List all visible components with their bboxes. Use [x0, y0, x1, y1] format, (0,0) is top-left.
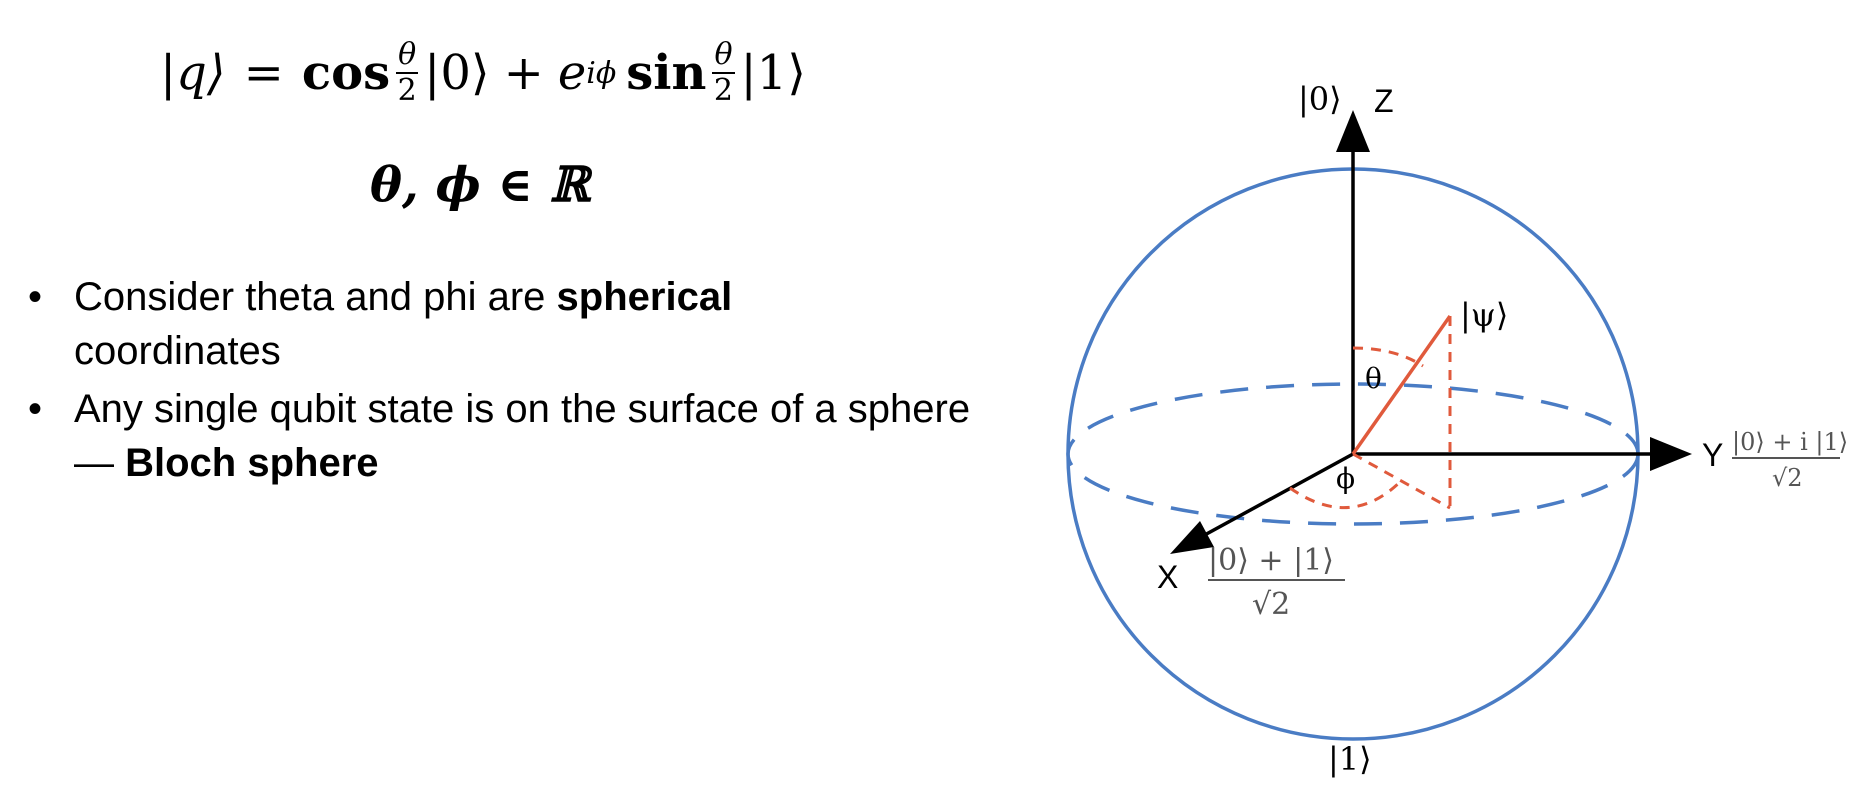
bullet-text: Any single qubit state is on the surface… [74, 387, 971, 485]
bloch-sphere-diagram: |0⟩ Z |ψ⟩ θ ϕ Y |0⟩ + i |1⟩ √2 X |0⟩ + |… [1066, 80, 1848, 778]
bullet-item: Any single qubit state is on the surface… [28, 382, 988, 490]
sin-function: sin [626, 45, 707, 101]
z-axis-arrow [1336, 110, 1370, 152]
plus-sign: + [503, 45, 544, 101]
phi-label: ϕ [1336, 462, 1355, 495]
x-axis-label: X [1157, 559, 1178, 595]
projection-radial [1352, 452, 1451, 510]
ket-0: |0⟩ [424, 45, 490, 101]
exponent: iϕ [586, 55, 617, 91]
x-state-numerator: |0⟩ + |1⟩ [1208, 543, 1334, 578]
x-state-denominator: √2 [1252, 587, 1290, 622]
x-axis-arrow [1170, 521, 1214, 554]
cos-function: cos [301, 45, 391, 101]
domain-text: θ, ϕ ∈ ℝ [370, 157, 590, 213]
theta-arc [1352, 346, 1424, 368]
ket-q: |q⟩ [160, 45, 226, 101]
y-axis-arrow [1650, 437, 1692, 471]
y-state-numerator: |0⟩ + i |1⟩ [1732, 428, 1848, 457]
y-state-denominator: √2 [1772, 464, 1803, 492]
bullet-list: Consider theta and phi are spherical coo… [28, 270, 988, 494]
psi-label: |ψ⟩ [1460, 296, 1508, 334]
exponential-base: e [557, 45, 587, 101]
fraction-numerator: θ [396, 37, 419, 74]
bottom-ket-label: |1⟩ [1328, 740, 1372, 778]
state-vector [1351, 314, 1452, 456]
top-ket-label: |0⟩ [1298, 80, 1342, 118]
fraction-denominator: 2 [397, 73, 417, 108]
half-theta-fraction-2: θ 2 [712, 37, 735, 108]
bullet-item: Consider theta and phi are spherical coo… [28, 270, 988, 378]
fraction-numerator: θ [712, 37, 735, 74]
bullet-bold-text: spherical [556, 275, 733, 319]
bullet-text: Consider theta and phi are [74, 275, 557, 319]
z-axis-label: Z [1374, 83, 1394, 119]
ket-1: |1⟩ [740, 45, 806, 101]
theta-label: θ [1365, 362, 1382, 395]
bullet-bold-text: Bloch sphere [125, 441, 379, 485]
bullet-text-tail: coordinates [74, 329, 281, 373]
domain-equation: θ, ϕ ∈ ℝ [370, 150, 589, 220]
x-axis [1189, 452, 1354, 545]
equals-sign: = [243, 45, 284, 101]
half-theta-fraction-1: θ 2 [396, 37, 419, 108]
fraction-denominator: 2 [713, 73, 734, 108]
phi-arc [1289, 480, 1402, 509]
y-axis-label: Y [1702, 437, 1723, 473]
